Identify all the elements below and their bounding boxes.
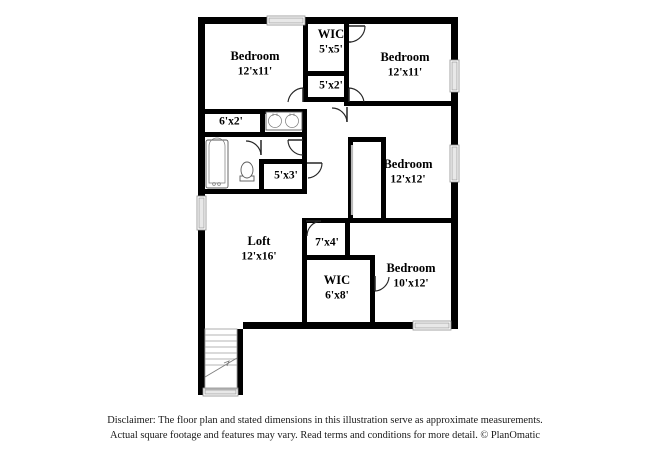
room-labels: Bedroom 12'x11' WIC 5'x5' 5'x2' Bedroom … xyxy=(219,27,436,302)
disclaimer-text: Disclaimer: The floor plan and stated di… xyxy=(0,414,650,443)
room-label-wic-top: WIC xyxy=(318,27,344,41)
room-dim-bedroom-mid-right: 12'x12' xyxy=(390,174,425,186)
room-dim-wic-top: 5'x5' xyxy=(319,44,343,56)
room-dim-water-closet-5x3: 5'x3' xyxy=(274,170,298,182)
room-dim-closet-7x4: 7'x4' xyxy=(315,237,339,249)
bathroom-fixtures xyxy=(205,111,303,189)
room-label-bedroom-mid-right: Bedroom xyxy=(383,157,433,171)
room-label-wic-bottom: WIC xyxy=(324,273,350,287)
floor-plan-drawing: Bedroom 12'x11' WIC 5'x5' 5'x2' Bedroom … xyxy=(196,15,460,397)
room-dim-loft: 12'x16' xyxy=(241,251,276,263)
disclaimer-line-2: Actual square footage and features may v… xyxy=(110,429,540,441)
room-label-loft: Loft xyxy=(248,234,272,248)
room-dim-bedroom-top-left: 12'x11' xyxy=(238,66,273,78)
room-dim-closet-6x2: 6'x2' xyxy=(219,116,243,128)
room-label-bedroom-top-left: Bedroom xyxy=(230,49,280,63)
windows xyxy=(196,15,460,397)
room-label-bedroom-top-right: Bedroom xyxy=(380,50,430,64)
doors xyxy=(245,25,390,292)
interior-walls xyxy=(198,24,458,325)
room-dim-bedroom-bottom-right: 10'x12' xyxy=(393,278,428,290)
room-dim-closet-5x2: 5'x2' xyxy=(319,80,343,92)
room-dim-wic-bottom: 6'x8' xyxy=(325,290,349,302)
disclaimer-line-1: Disclaimer: The floor plan and stated di… xyxy=(107,415,543,426)
floor-plan-container: Bedroom 12'x11' WIC 5'x5' 5'x2' Bedroom … xyxy=(196,15,460,397)
staircase xyxy=(204,328,238,390)
room-label-bedroom-bottom-right: Bedroom xyxy=(386,261,436,275)
room-dim-bedroom-top-right: 12'x11' xyxy=(388,67,423,79)
